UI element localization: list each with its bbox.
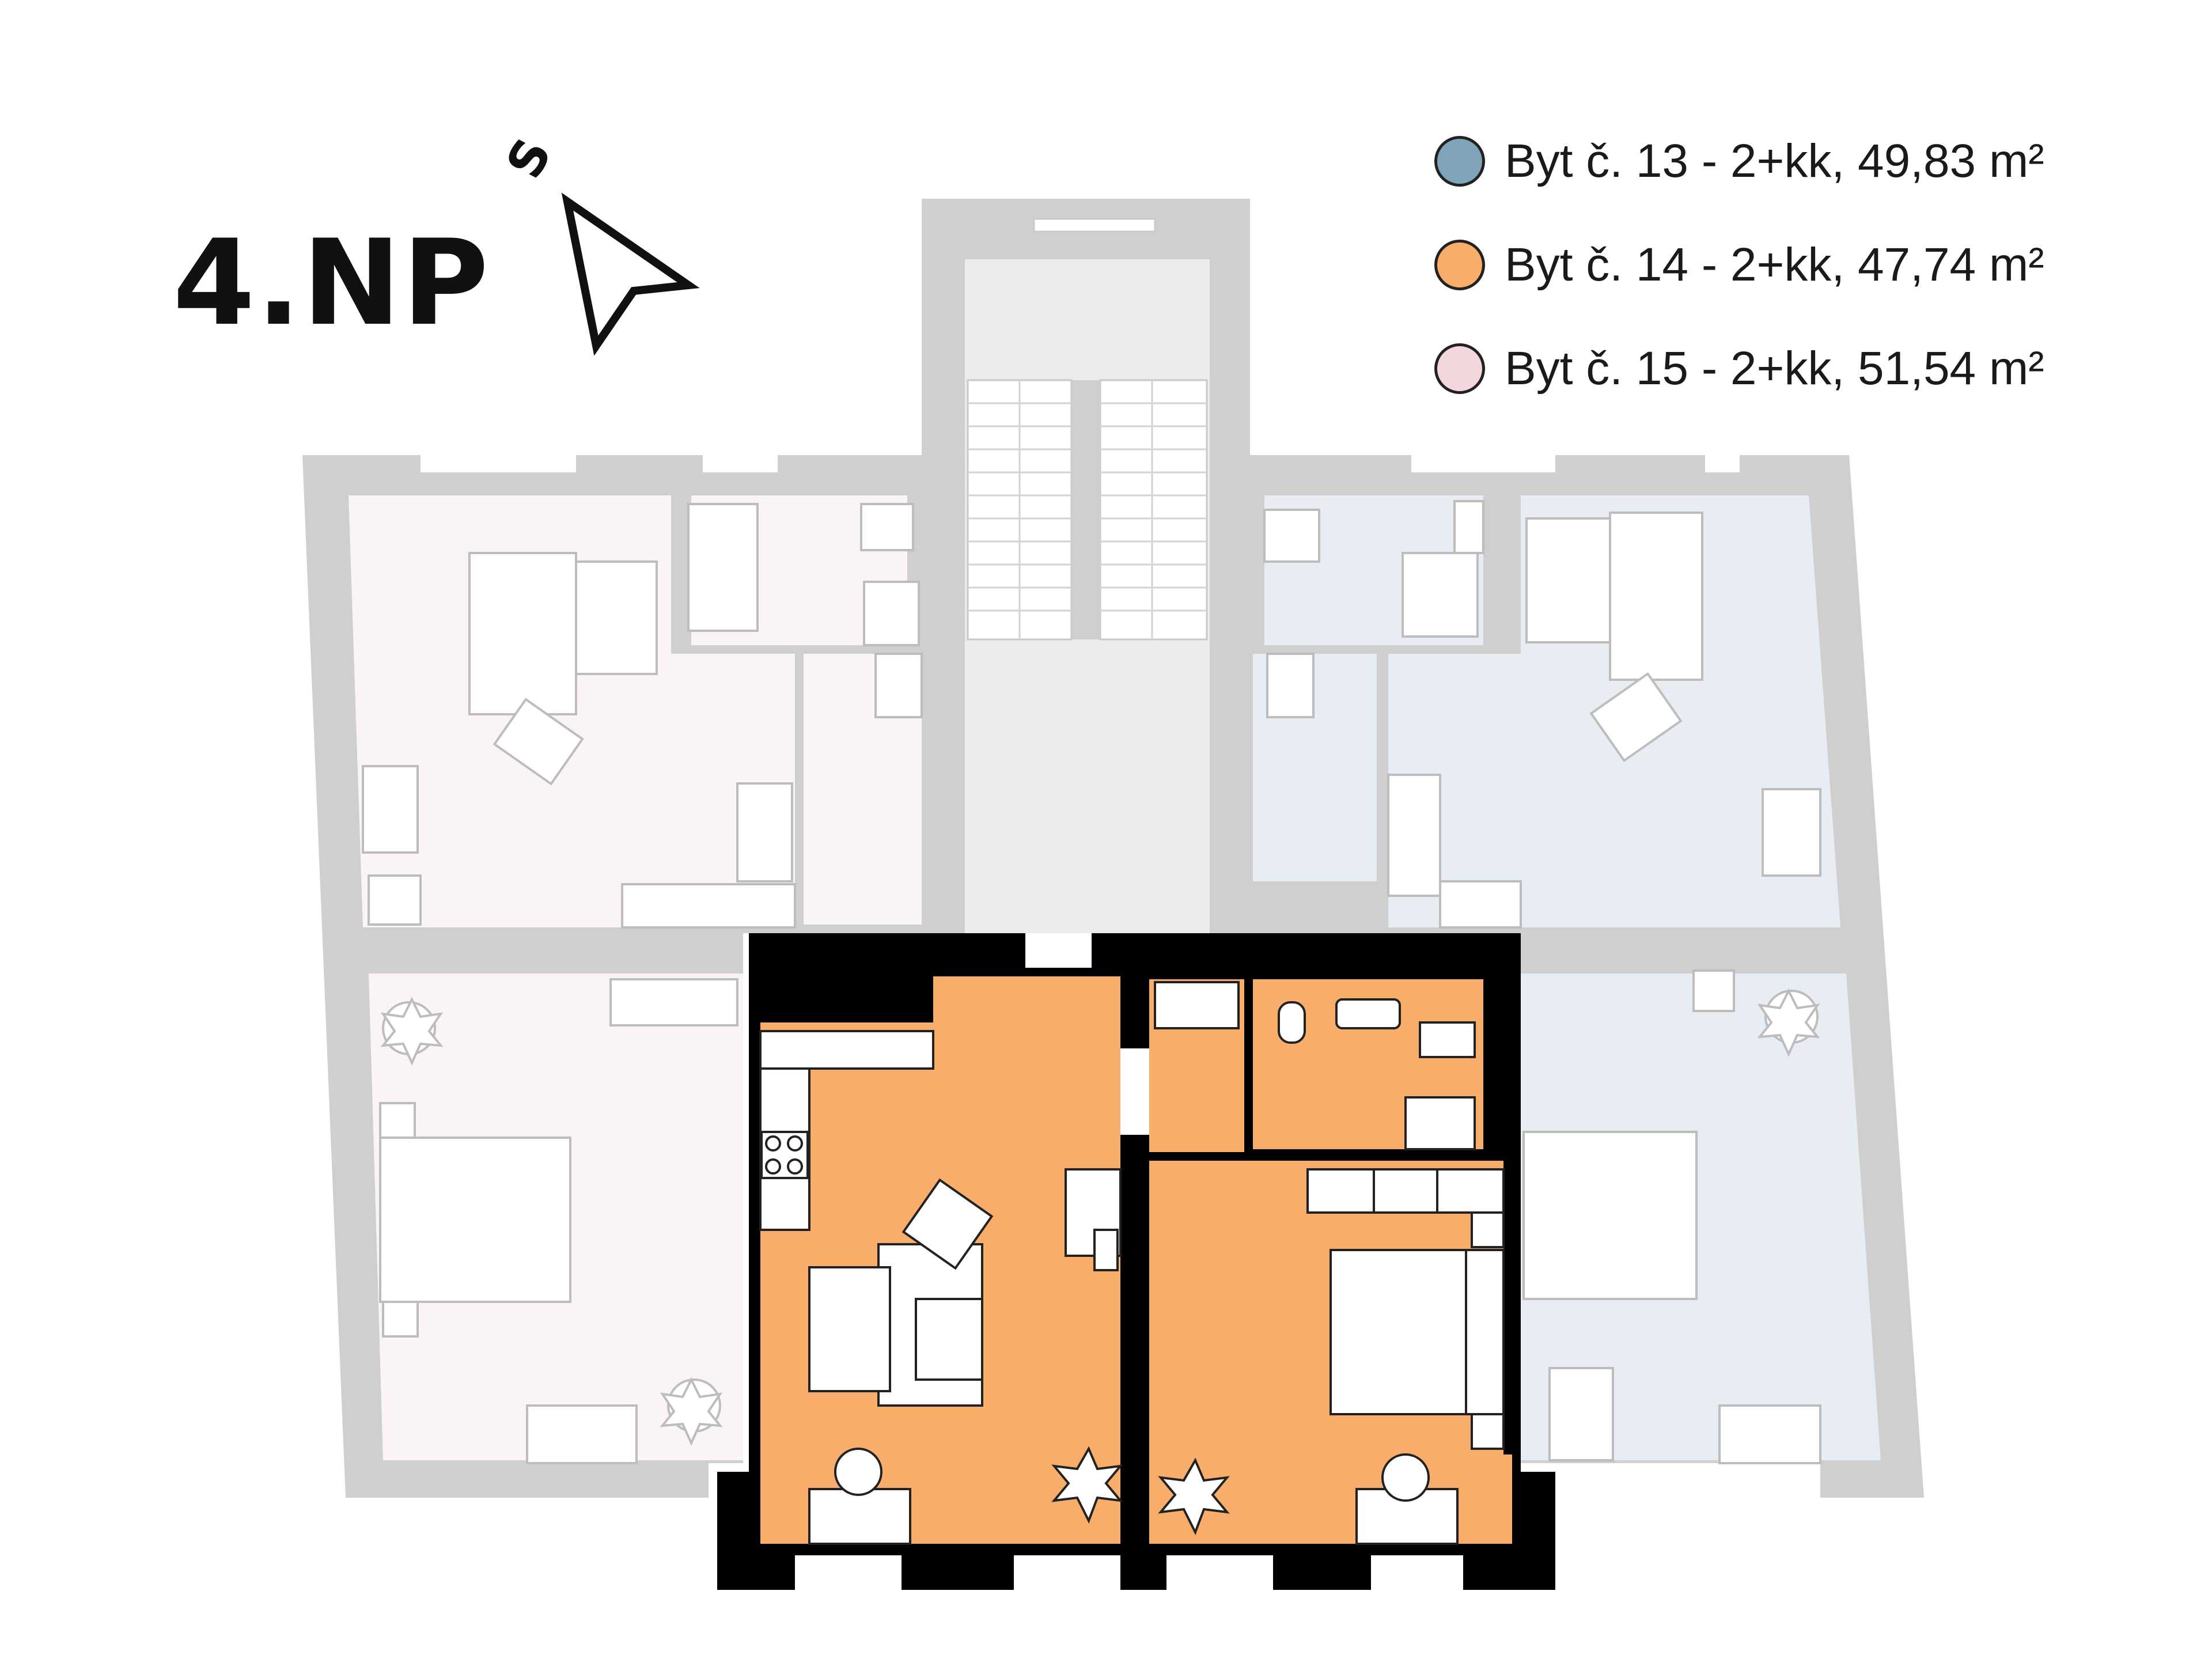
legend: Byt č. 13 - 2+kk, 49,83 m² Byt č. 14 - 2… <box>1434 109 2044 421</box>
legend-item-unit-14: Byt č. 14 - 2+kk, 47,74 m² <box>1434 213 2044 317</box>
legend-dot-unit-14 <box>1434 240 1485 290</box>
plant-icon <box>1051 1446 1123 1524</box>
plant-icons <box>380 988 1820 1535</box>
legend-label-unit-13: Byt č. 13 - 2+kk, 49,83 m² <box>1505 135 2044 187</box>
legend-dot-unit-15 <box>1434 343 1485 394</box>
floor-title: 4.NP <box>173 215 490 352</box>
plant-icon <box>1757 988 1820 1057</box>
legend-label-unit-15: Byt č. 15 - 2+kk, 51,54 m² <box>1505 342 2044 395</box>
plant-icon <box>380 997 444 1066</box>
legend-label-unit-14: Byt č. 14 - 2+kk, 47,74 m² <box>1505 238 2044 291</box>
unit-14 <box>717 933 1555 1590</box>
legend-item-unit-15: Byt č. 15 - 2+kk, 51,54 m² <box>1434 317 2044 421</box>
plant-icon <box>1158 1457 1230 1535</box>
unit-13-bedroom <box>1521 974 1881 1460</box>
legend-item-unit-13: Byt č. 13 - 2+kk, 49,83 m² <box>1434 109 2044 213</box>
legend-dot-unit-13 <box>1434 136 1485 187</box>
furniture-unit-14 <box>759 981 1505 1545</box>
stair-core <box>965 218 1210 939</box>
north-arrow-icon <box>561 192 700 356</box>
plant-icon <box>660 1377 723 1446</box>
